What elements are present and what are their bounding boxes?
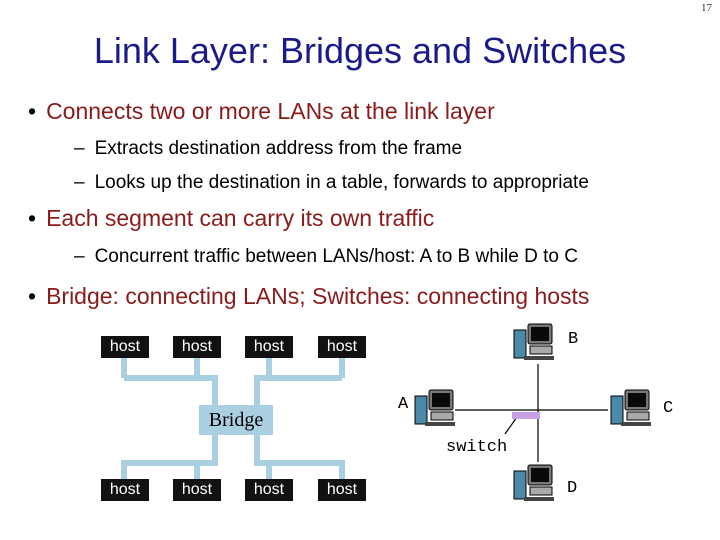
- bottom-lan-left-bus: [121, 435, 218, 480]
- host-top-2: host: [173, 336, 221, 358]
- bullet-marker: •: [28, 98, 37, 124]
- bridge-box: Bridge: [199, 405, 273, 435]
- host-top-1: host: [101, 336, 149, 358]
- sub-bullet-1-2-text: Looks up the destination in a table, for…: [94, 172, 589, 193]
- label-d: D: [567, 479, 578, 498]
- switch-label: switch: [446, 438, 508, 457]
- sub-bullet-2-1-text: Concurrent traffic between LANs/host: A …: [94, 246, 578, 267]
- dash-marker: –: [74, 246, 85, 267]
- switch-pointer-line: [504, 416, 518, 435]
- host-bottom-2: host: [173, 479, 221, 501]
- dash-marker: –: [74, 138, 85, 159]
- bullet-marker: •: [28, 283, 37, 309]
- bullet-2: • Each segment can carry its own traffic: [28, 205, 434, 232]
- computer-icon-b: [513, 323, 554, 360]
- label-a: A: [398, 395, 409, 414]
- sub-bullet-1-1: –Extracts destination address from the f…: [74, 138, 462, 160]
- host-bottom-3: host: [245, 479, 293, 501]
- computer-icon-d: [513, 464, 554, 501]
- sub-bullet-1-1-text: Extracts destination address from the fr…: [94, 138, 463, 159]
- bullet-3: • Bridge: connecting LANs; Switches: conn…: [28, 283, 589, 310]
- bullet-marker: •: [28, 205, 37, 231]
- dash-marker: –: [74, 172, 85, 193]
- computer-icon-c: [610, 389, 651, 426]
- bullet-2-text: Each segment can carry its own traffic: [46, 205, 435, 231]
- host-top-4: host: [318, 336, 366, 358]
- host-top-3: host: [245, 336, 293, 358]
- bridge-lan-wiring: [121, 358, 345, 480]
- label-b: B: [568, 330, 579, 349]
- host-bottom-4: host: [318, 479, 366, 501]
- bullet-1-text: Connects two or more LANs at the link la…: [46, 98, 495, 124]
- bullet-3-text: Bridge: connecting LANs; Switches: conne…: [46, 283, 590, 309]
- host-bottom-1: host: [101, 479, 149, 501]
- bullet-1: • Connects two or more LANs at the link l…: [28, 98, 495, 125]
- slide-title: Link Layer: Bridges and Switches: [93, 30, 627, 71]
- top-lan-left-bus: [124, 375, 218, 405]
- bottom-lan-right-bus: [254, 435, 345, 480]
- slide-number: 17: [701, 2, 712, 14]
- computer-icon-a: [414, 389, 455, 426]
- switch-box: [512, 412, 540, 419]
- sub-bullet-2-1: –Concurrent traffic between LANs/host: A…: [74, 246, 578, 268]
- label-c: C: [663, 399, 674, 418]
- top-lan-right-bus: [254, 375, 342, 405]
- sub-bullet-1-2: –Looks up the destination in a table, fo…: [74, 172, 589, 194]
